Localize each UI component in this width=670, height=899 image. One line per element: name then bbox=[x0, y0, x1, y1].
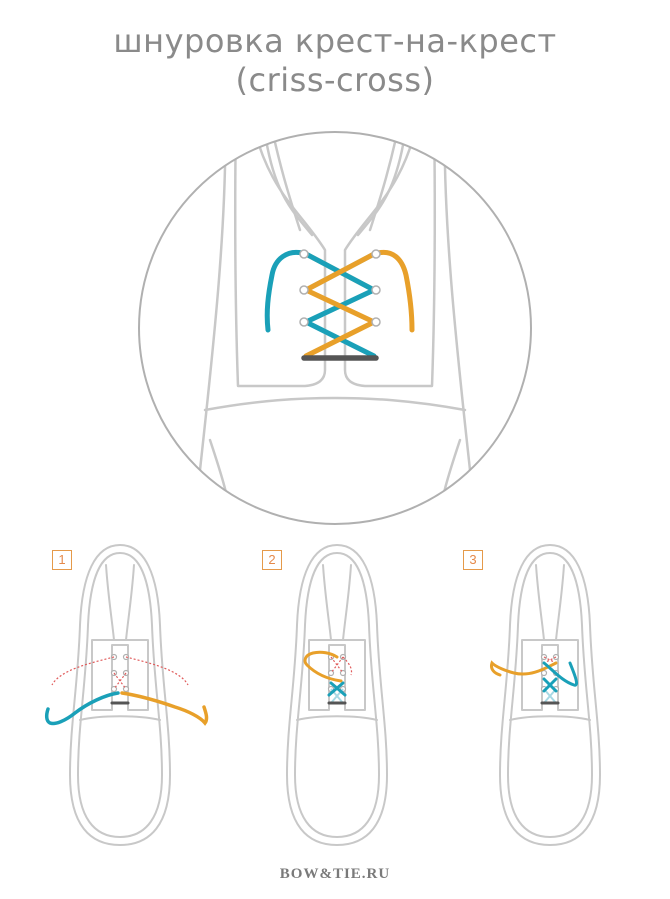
step-3-orange-end bbox=[490, 660, 558, 677]
step-badge-1: 1 bbox=[52, 550, 72, 570]
diagram-title-line-2: (criss-cross) bbox=[235, 61, 435, 99]
step-2-illustration bbox=[286, 544, 388, 846]
lace-end-teal bbox=[264, 249, 305, 333]
step-badge-2: 2 bbox=[262, 550, 282, 570]
lace-orange-front bbox=[303, 251, 377, 359]
brand-logo: BOW&TIE.RU bbox=[279, 866, 391, 882]
step-3-illustration bbox=[490, 544, 601, 846]
tongue bbox=[266, 132, 404, 232]
step-badge-3: 3 bbox=[463, 550, 483, 570]
eyelet bbox=[371, 317, 381, 327]
eyelet bbox=[299, 285, 309, 295]
step-2-orange-end bbox=[303, 650, 343, 683]
step-2-teal-end bbox=[327, 681, 347, 697]
eyelet bbox=[371, 249, 381, 259]
step-1-teal-end bbox=[44, 691, 120, 726]
eyelet bbox=[371, 285, 381, 295]
eyelet bbox=[299, 317, 309, 327]
magnified-view bbox=[138, 131, 532, 525]
magnify-circle bbox=[138, 131, 532, 525]
diagram-title-line-1: шнуровка крест-на-крест bbox=[113, 22, 557, 60]
step-3-teal-end bbox=[542, 661, 578, 693]
eyelet bbox=[299, 249, 309, 259]
step-1-illustration bbox=[44, 544, 209, 846]
step-1-orange-end bbox=[120, 691, 209, 726]
lace-end-orange bbox=[375, 249, 415, 333]
